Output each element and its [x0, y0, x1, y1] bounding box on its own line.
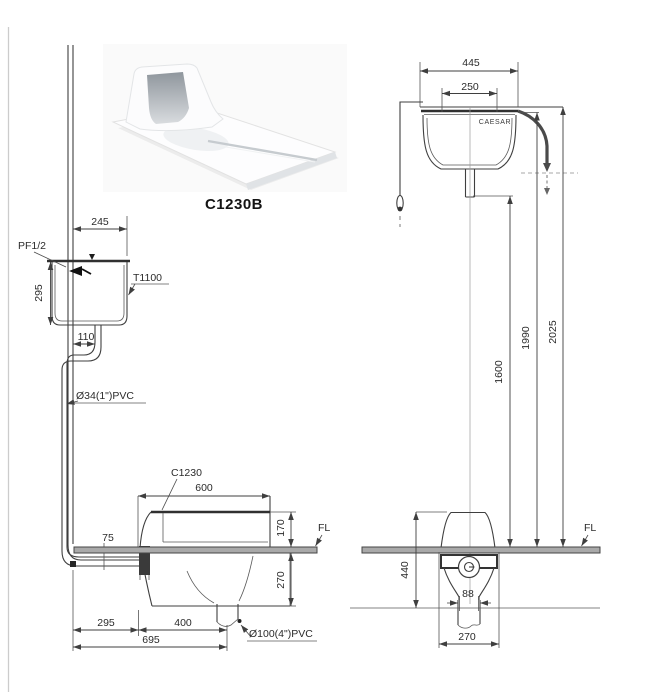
dim-pan-height: 170 — [275, 519, 287, 537]
dim-trap-width: 88 — [462, 588, 474, 600]
dim-tank-width-front: 445 — [462, 57, 480, 69]
label-drain-pipe: Ø100(4")PVC — [249, 628, 313, 640]
dim-trap-depth: 270 — [275, 571, 287, 589]
pan-groove — [207, 139, 318, 162]
pipe-elbow-joint — [70, 561, 76, 567]
leader-flush-pipe — [66, 399, 79, 405]
drain-pipe-mark — [237, 619, 242, 623]
pan-groove-highlight — [207, 143, 316, 163]
dim-flush-pipe-height: 1600 — [493, 360, 505, 384]
leader-floor-left — [315, 534, 323, 547]
label-floor-right: FL — [584, 522, 596, 534]
dim-drain-offset: 400 — [174, 617, 192, 629]
supply-hose — [517, 109, 578, 195]
label-flush-pipe: Ø34(1")PVC — [76, 390, 134, 402]
label-tank-model: T1100 — [133, 272, 162, 284]
leader-pan-model — [161, 478, 178, 511]
side-view: 245 295 PF1/2 T1100 110 Ø34(1")PVC — [18, 45, 330, 651]
product-code-label: C1230B — [205, 196, 263, 213]
dim-total-length: 695 — [142, 634, 160, 646]
cistern-side — [47, 254, 130, 326]
dim-tank-height: 295 — [33, 284, 45, 302]
dim-tank-width: 245 — [91, 216, 109, 228]
dim-pipe-inset: 75 — [102, 532, 114, 544]
label-supply-pf12: PF1/2 — [18, 240, 46, 252]
pan-inlet-flange — [139, 546, 150, 575]
label-floor-left: FL — [318, 522, 330, 534]
hose-flow-arrow-icon — [544, 188, 550, 195]
floor-slab-left — [73, 546, 318, 554]
dim-supply-top-height: 2025 — [547, 320, 559, 344]
leader-floor-right — [581, 534, 589, 547]
pan-front — [440, 511, 498, 629]
label-pan-model: C1230 — [171, 467, 202, 479]
dim-rear-offset: 295 — [97, 617, 115, 629]
pipe-break-symbol — [457, 623, 481, 629]
pan-side — [137, 493, 291, 627]
chain-handle-tip — [397, 206, 403, 212]
cistern-front: CAESAR — [422, 114, 517, 170]
dim-pan-length: 600 — [195, 482, 213, 494]
leader-tank-model — [128, 283, 136, 296]
dim-pan-depth: 440 — [399, 561, 411, 579]
supply-pipe — [67, 45, 139, 561]
pan-hood-front — [440, 511, 496, 549]
floor-slab-right — [361, 546, 601, 554]
inlet-marker-icon — [89, 254, 95, 260]
front-view: CAESAR 445 250 1600 — [350, 57, 601, 648]
dim-lid-width: 250 — [461, 81, 479, 93]
flush-pipe — [61, 325, 139, 567]
pan-hood-opening — [147, 72, 189, 124]
dim-tank-bottom-height: 1990 — [520, 326, 532, 350]
leader-drain-pipe — [240, 624, 252, 638]
dim-pan-width: 270 — [458, 631, 476, 643]
product-photo: C1230B — [103, 44, 347, 213]
pull-chain — [396, 101, 423, 227]
fill-valve-stem — [81, 268, 92, 275]
hose-arrow-icon — [543, 163, 551, 172]
brand-label: CAESAR — [479, 119, 511, 126]
fill-valve-icon — [69, 266, 82, 276]
leader-pf12 — [33, 251, 67, 268]
dim-outlet-offset: 110 — [78, 331, 95, 343]
